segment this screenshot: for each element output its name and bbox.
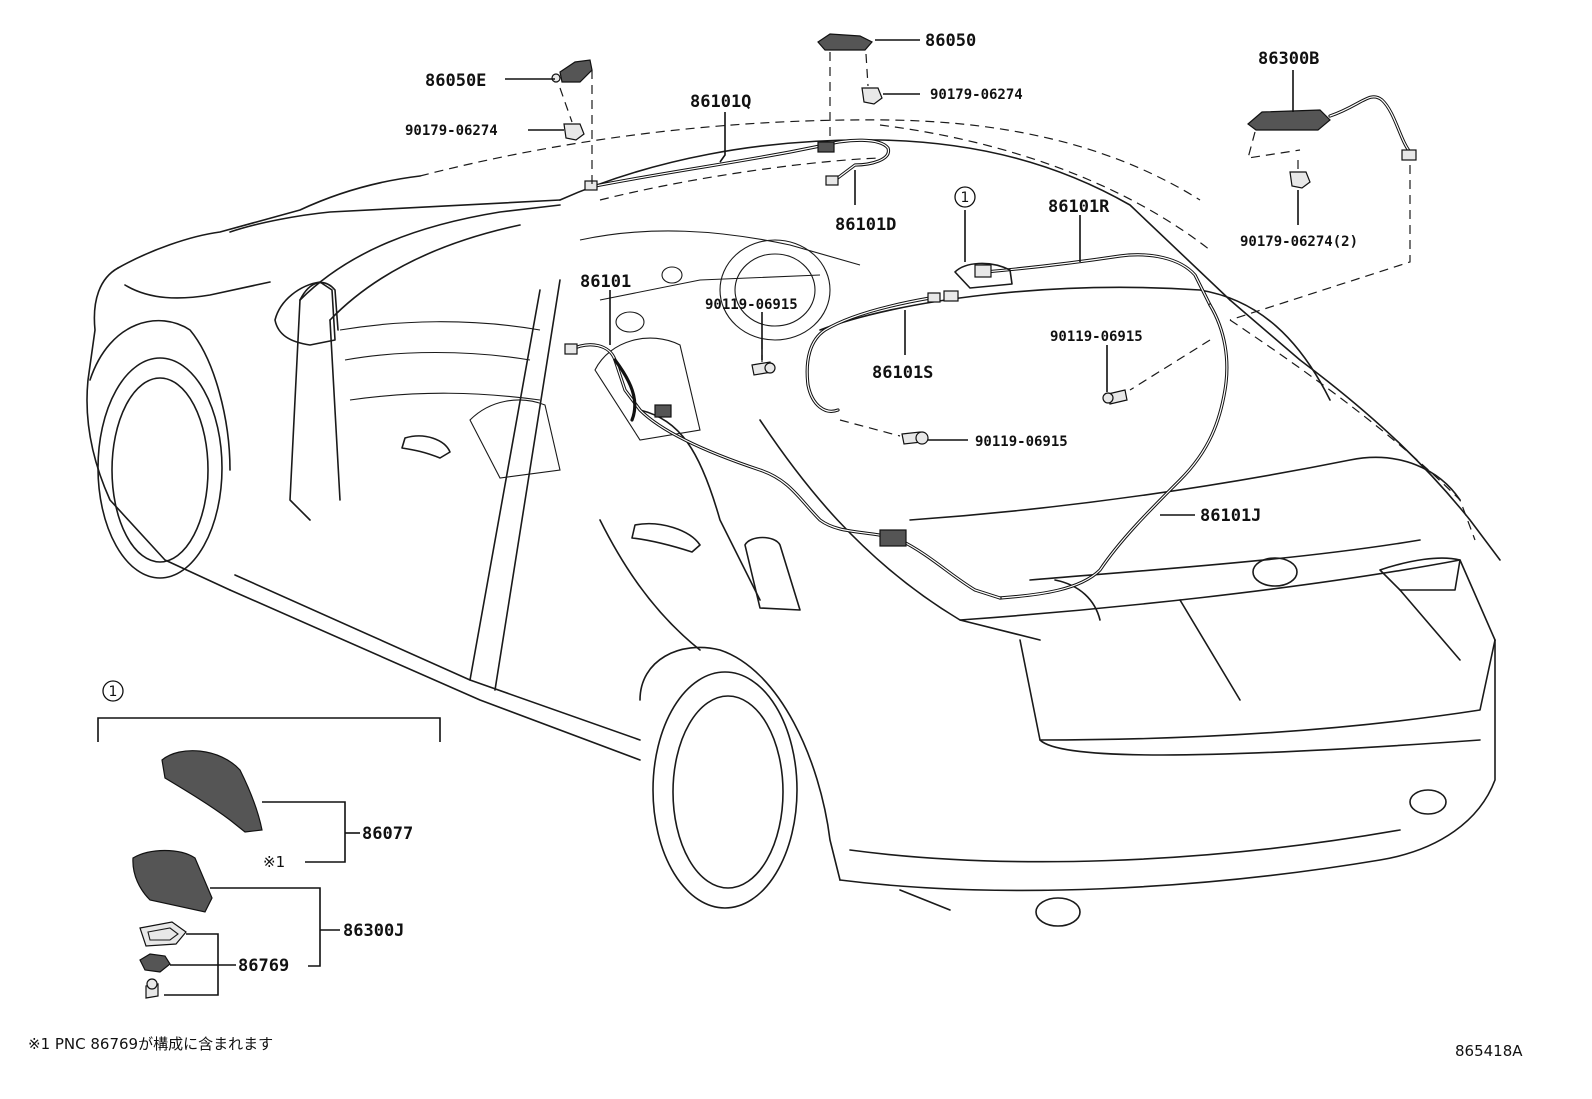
bolt-90119-a — [751, 361, 776, 376]
callout-detail: 1 86077 ※1 86300J 86769 — [97, 680, 441, 999]
part-86300J-antenna — [132, 849, 213, 913]
label-86050: 86050 — [925, 31, 976, 51]
part-86300B-antenna — [1247, 95, 1417, 161]
callout-marker-detail: 1 — [109, 684, 118, 700]
part-86077-cover — [161, 750, 263, 833]
label-86300J: 86300J — [343, 921, 404, 941]
assembly-guides — [559, 52, 1411, 437]
label-86077: 86077 — [362, 824, 413, 844]
callout-marker-roof: 1 — [954, 186, 976, 208]
label-86769: 86769 — [238, 956, 289, 976]
bolt-90119-b — [1102, 389, 1128, 405]
label-90179-a: 90179-06274 — [405, 123, 498, 139]
label-90179-b: 90179-06274 — [930, 87, 1023, 103]
nut-90179-a — [563, 123, 585, 141]
part-86050E-amplifier — [551, 59, 593, 83]
footnote: ※1 PNC 86769が構成に含まれます — [28, 1035, 273, 1053]
nut-90179-b — [861, 87, 883, 105]
part-86769-nut — [139, 953, 171, 973]
label-86050E: 86050E — [425, 71, 486, 91]
label-90119-a: 90119-06915 — [705, 297, 798, 313]
label-86101J: 86101J — [1200, 506, 1261, 526]
part-86769-gasket — [139, 921, 187, 947]
wire-harnesses — [564, 138, 1229, 600]
label-86300B: 86300B — [1258, 49, 1319, 69]
label-86101S: 86101S — [872, 363, 933, 383]
label-90119-c: 90119-06915 — [975, 434, 1068, 450]
figure-id: 865418A — [1455, 1042, 1523, 1060]
label-86101Q: 86101Q — [690, 92, 751, 112]
part-labels: 86050E 86050 86300B 86101Q 90179-06274 9… — [405, 31, 1358, 526]
roof-antenna-outline — [954, 262, 1013, 289]
nut-90179-c — [1289, 171, 1311, 189]
part-86769-bolt — [145, 978, 159, 999]
label-86101R: 86101R — [1048, 197, 1110, 217]
part-86050-amplifier — [817, 33, 873, 51]
label-86101: 86101 — [580, 272, 631, 292]
bolt-90119-c — [901, 431, 929, 445]
label-90179-c: 90179-06274(2) — [1240, 234, 1358, 250]
svg-text:1: 1 — [961, 190, 970, 206]
leader-lines — [505, 39, 1299, 516]
note-ref: ※1 — [263, 853, 285, 871]
label-90119-b: 90119-06915 — [1050, 329, 1143, 345]
label-86101D: 86101D — [835, 215, 896, 235]
car-body-outline — [86, 119, 1501, 927]
